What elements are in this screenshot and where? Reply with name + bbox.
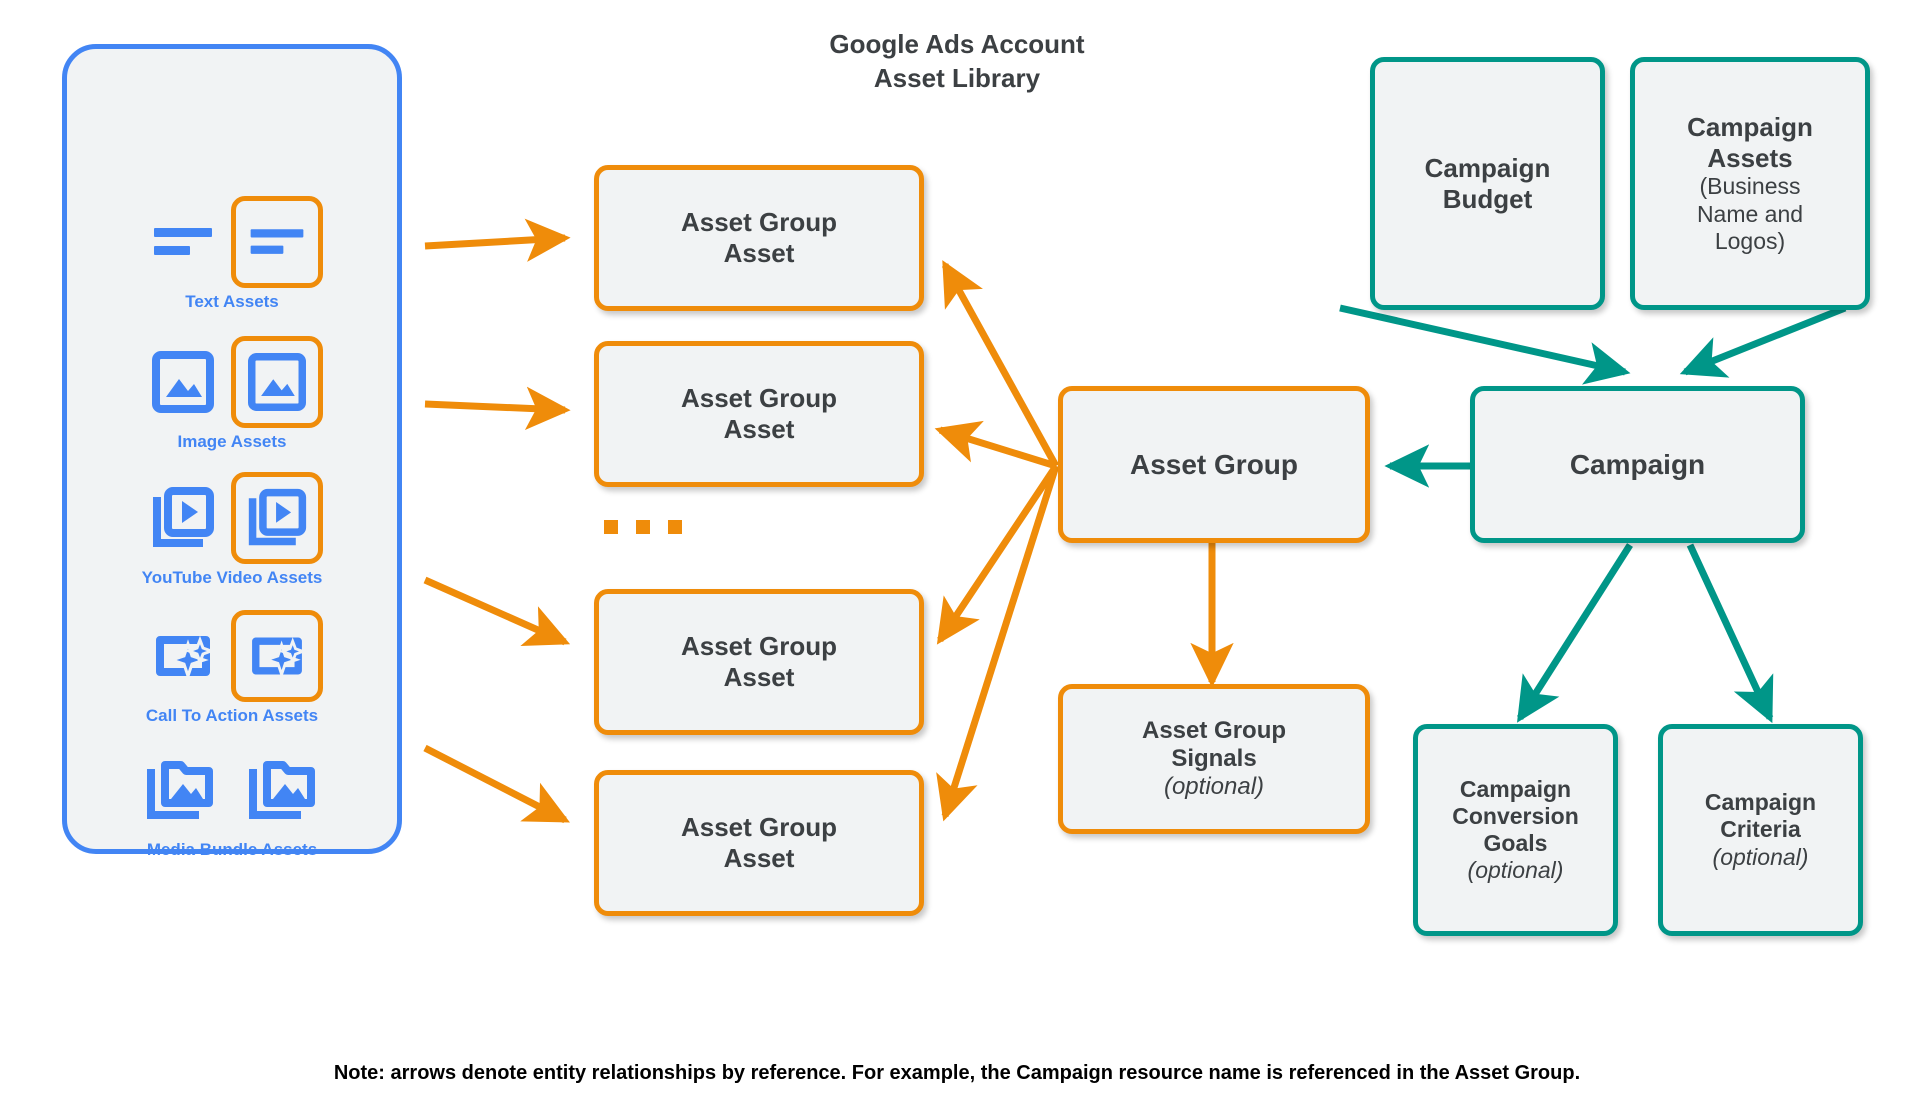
library-title-line1: Google Ads Account: [829, 29, 1085, 59]
aga2-line1: Asset Group: [680, 383, 838, 414]
criteria-line1: Campaign: [1704, 789, 1817, 816]
asset-group-signals-node[interactable]: Asset Group Signals (optional): [1058, 684, 1370, 834]
asset-row-youtube-video[interactable]: YouTube Video Assets: [62, 472, 402, 588]
budget-line2: Budget: [1442, 183, 1533, 214]
aga3-line1: Asset Group: [680, 631, 838, 662]
campaign-criteria-node[interactable]: Campaign Criteria (optional): [1658, 724, 1863, 936]
edge-ag-to-aga2: [934, 420, 1058, 470]
campaign-assets-line2: Assets: [1707, 142, 1793, 173]
ellipsis-dot-3: [668, 520, 682, 534]
text-asset-icon-selected[interactable]: [231, 196, 323, 288]
asset-label-youtube-video: YouTube Video Assets: [141, 568, 323, 587]
criteria-optional: (optional): [1712, 843, 1809, 870]
edge-image-to-aga2: [424, 386, 571, 431]
asset-group-label: Asset Group: [1129, 448, 1299, 480]
footer-note: Note: arrows denote entity relationships…: [333, 1062, 1581, 1084]
asset-group-asset-1[interactable]: Asset Group Asset: [594, 165, 924, 311]
asset-label-text: Text Assets: [185, 292, 279, 311]
youtube-video-asset-icon: [141, 476, 225, 560]
image-asset-icon: [141, 340, 225, 424]
asset-row-call-to-action[interactable]: Call To Action Assets: [62, 610, 402, 726]
ccg-optional: (optional): [1467, 857, 1564, 884]
edge-video-to-aga3: [423, 576, 571, 646]
text-asset-icon: [141, 200, 225, 284]
campaign-assets-sub1: (Business: [1699, 173, 1801, 200]
ccg-line1: Campaign: [1459, 775, 1572, 802]
signals-line1: Asset Group: [1141, 716, 1287, 744]
asset-label-media-bundle: Media Bundle Assets: [146, 840, 318, 859]
edge-ag-to-aga4: [936, 464, 1060, 822]
edge-campaign-to-conversion-goals: [1516, 543, 1633, 723]
aga1-line2: Asset: [723, 238, 795, 268]
aga1-line1: Asset Group: [680, 207, 838, 238]
signals-line2: Signals: [1171, 744, 1257, 772]
aga3-line2: Asset: [723, 662, 795, 692]
edge-cta-to-aga4: [423, 744, 570, 824]
edge-campaign-assets-to-campaign: [1679, 304, 1847, 378]
aga4-line1: Asset Group: [680, 812, 838, 843]
ellipsis-indicator: [604, 520, 682, 534]
campaign-assets-node[interactable]: Campaign Assets (Business Name and Logos…: [1630, 57, 1870, 310]
aga4-line2: Asset: [723, 843, 795, 873]
criteria-line2: Criteria: [1720, 816, 1801, 843]
asset-row-media-bundle[interactable]: Media Bundle Assets: [62, 744, 402, 860]
media-bundle-asset-icon: [139, 748, 223, 832]
edge-campaign-to-criteria: [1686, 543, 1774, 724]
aga2-line2: Asset: [723, 414, 795, 444]
ellipsis-dot-1: [604, 520, 618, 534]
call-to-action-asset-icon-selected[interactable]: [231, 610, 323, 702]
asset-group-node[interactable]: Asset Group: [1058, 386, 1370, 543]
asset-label-image: Image Assets: [177, 432, 287, 451]
asset-group-asset-2[interactable]: Asset Group Asset: [594, 341, 924, 487]
edge-text-to-aga1: [424, 218, 571, 262]
ccg-line3: Goals: [1483, 830, 1548, 856]
asset-group-asset-4[interactable]: Asset Group Asset: [594, 770, 924, 916]
ccg-line2: Conversion: [1452, 802, 1579, 829]
edge-ag-to-aga3: [936, 464, 1059, 645]
signals-optional: (optional): [1163, 773, 1265, 801]
campaign-label: Campaign: [1569, 448, 1706, 480]
asset-library-title: Google Ads Account Asset Library: [0, 28, 1914, 96]
campaign-assets-sub2: Name and: [1696, 200, 1804, 227]
ellipsis-dot-2: [636, 520, 650, 534]
campaign-assets-line1: Campaign: [1687, 112, 1813, 143]
asset-group-asset-3[interactable]: Asset Group Asset: [594, 589, 924, 735]
asset-library-panel: [62, 44, 402, 854]
budget-line1: Campaign: [1424, 152, 1551, 183]
image-asset-icon-selected[interactable]: [231, 336, 323, 428]
campaign-budget-node[interactable]: Campaign Budget: [1370, 57, 1605, 310]
asset-row-image[interactable]: Image Assets: [62, 336, 402, 452]
media-bundle-asset-icon-2: [241, 748, 325, 832]
edge-ag-to-aga1: [941, 260, 1060, 468]
asset-label-call-to-action: Call To Action Assets: [145, 706, 319, 725]
edge-budget-to-campaign: [1339, 304, 1631, 385]
campaign-conversion-goals-node[interactable]: Campaign Conversion Goals (optional): [1413, 724, 1618, 936]
library-title-line2: Asset Library: [873, 62, 1041, 93]
call-to-action-asset-icon: [141, 614, 225, 698]
asset-row-text[interactable]: Text Assets: [62, 196, 402, 312]
campaign-node[interactable]: Campaign: [1470, 386, 1805, 543]
youtube-video-asset-icon-selected[interactable]: [231, 472, 323, 564]
campaign-assets-sub3: Logos): [1714, 227, 1786, 254]
